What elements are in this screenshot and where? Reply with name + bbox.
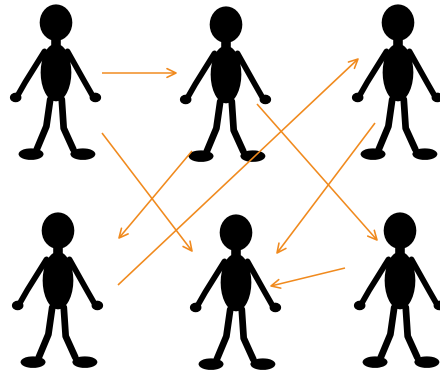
stick-figure-top-middle (180, 6, 271, 162)
arrow-line (256, 103, 378, 241)
stick-figure-bottom-right (354, 212, 440, 368)
arrow-bottom-right-to-bottom-middle (270, 267, 346, 289)
arrow-line (270, 267, 346, 287)
stick-figure-bottom-left (12, 212, 103, 368)
arrowhead (276, 242, 287, 254)
arrow-line (101, 132, 193, 252)
arrow-top-left-to-bottom-middle (101, 132, 193, 252)
arrow-top-middle-to-bottom-right (256, 103, 378, 241)
arrow-bottom-left-to-top-right (117, 58, 359, 286)
arrowhead (366, 229, 378, 241)
figures-layer (10, 4, 440, 370)
stick-figure-top-left (10, 4, 101, 160)
arrowhead (118, 227, 129, 239)
arrow-line (276, 122, 376, 254)
arrowhead (347, 58, 359, 70)
arrow-line (118, 150, 193, 239)
arrow-top-right-to-bottom-middle (276, 122, 376, 254)
arrow-top-left-to-top-middle (102, 67, 177, 79)
arrows-layer (101, 58, 378, 289)
stick-figure-bottom-middle (190, 214, 281, 370)
arrowhead (270, 278, 282, 289)
arrowhead (166, 67, 177, 79)
arrow-line (117, 58, 359, 286)
arrow-top-middle-to-bottom-left (118, 150, 193, 239)
arrowhead (182, 240, 193, 252)
